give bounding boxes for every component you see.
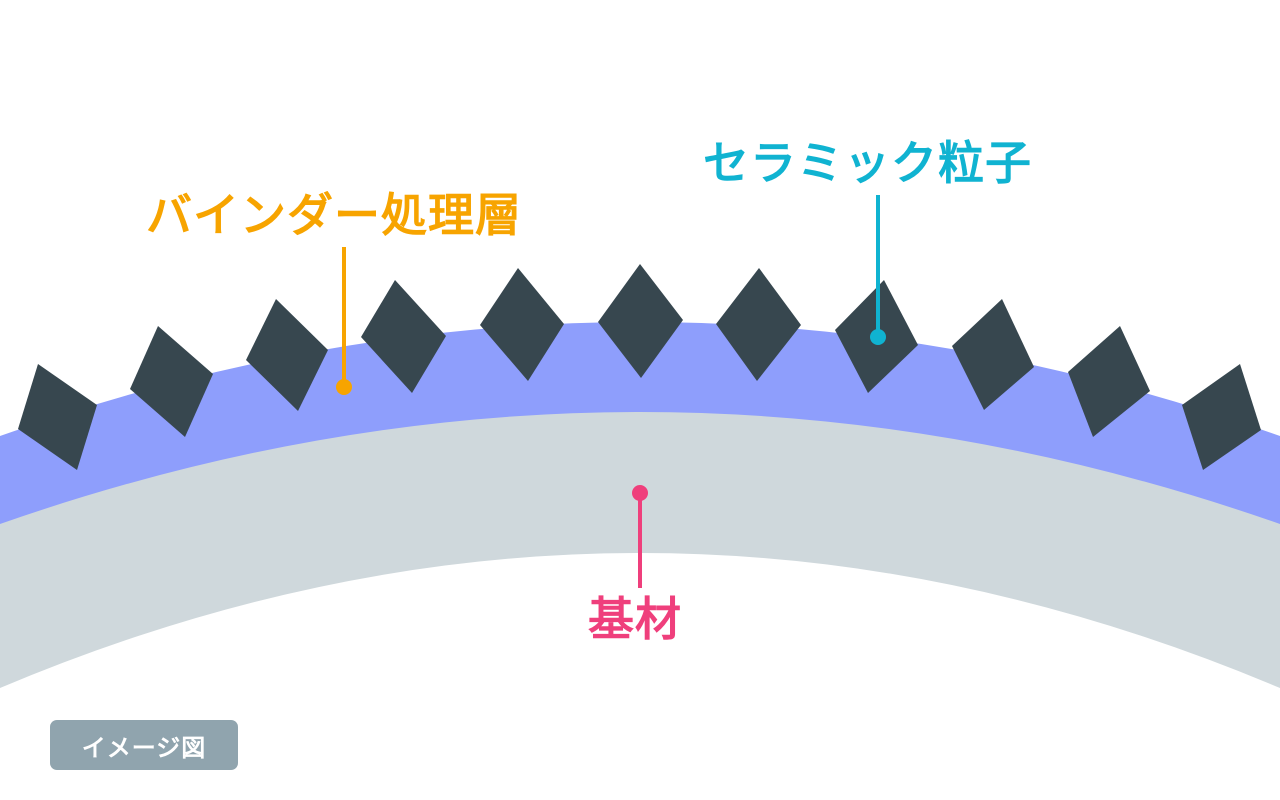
ceramic-particle (598, 264, 683, 378)
binder-layer-shape (0, 322, 1280, 526)
ceramic-particle (1068, 326, 1150, 437)
ceramic-particle (246, 299, 328, 411)
substrate-leader-dot (632, 485, 648, 501)
ceramic-particles-label: セラミック粒子 (703, 136, 1032, 190)
ceramic-particle (130, 326, 213, 437)
ceramic-particle (952, 299, 1034, 410)
ceramic-particle (480, 268, 564, 381)
ceramic-particle (716, 268, 801, 381)
binder-layer-label: バインダー処理層 (146, 188, 522, 242)
ceramic-particle (361, 280, 446, 393)
ceramic-leader-dot (870, 329, 886, 345)
binder-leader-dot (336, 379, 352, 395)
ceramic-particles (18, 264, 1261, 470)
substrate-label: 基材 (588, 592, 682, 646)
ceramic-particle (18, 364, 97, 470)
image-diagram-badge: イメージ図 (50, 720, 238, 770)
ceramic-particle (1182, 364, 1261, 470)
